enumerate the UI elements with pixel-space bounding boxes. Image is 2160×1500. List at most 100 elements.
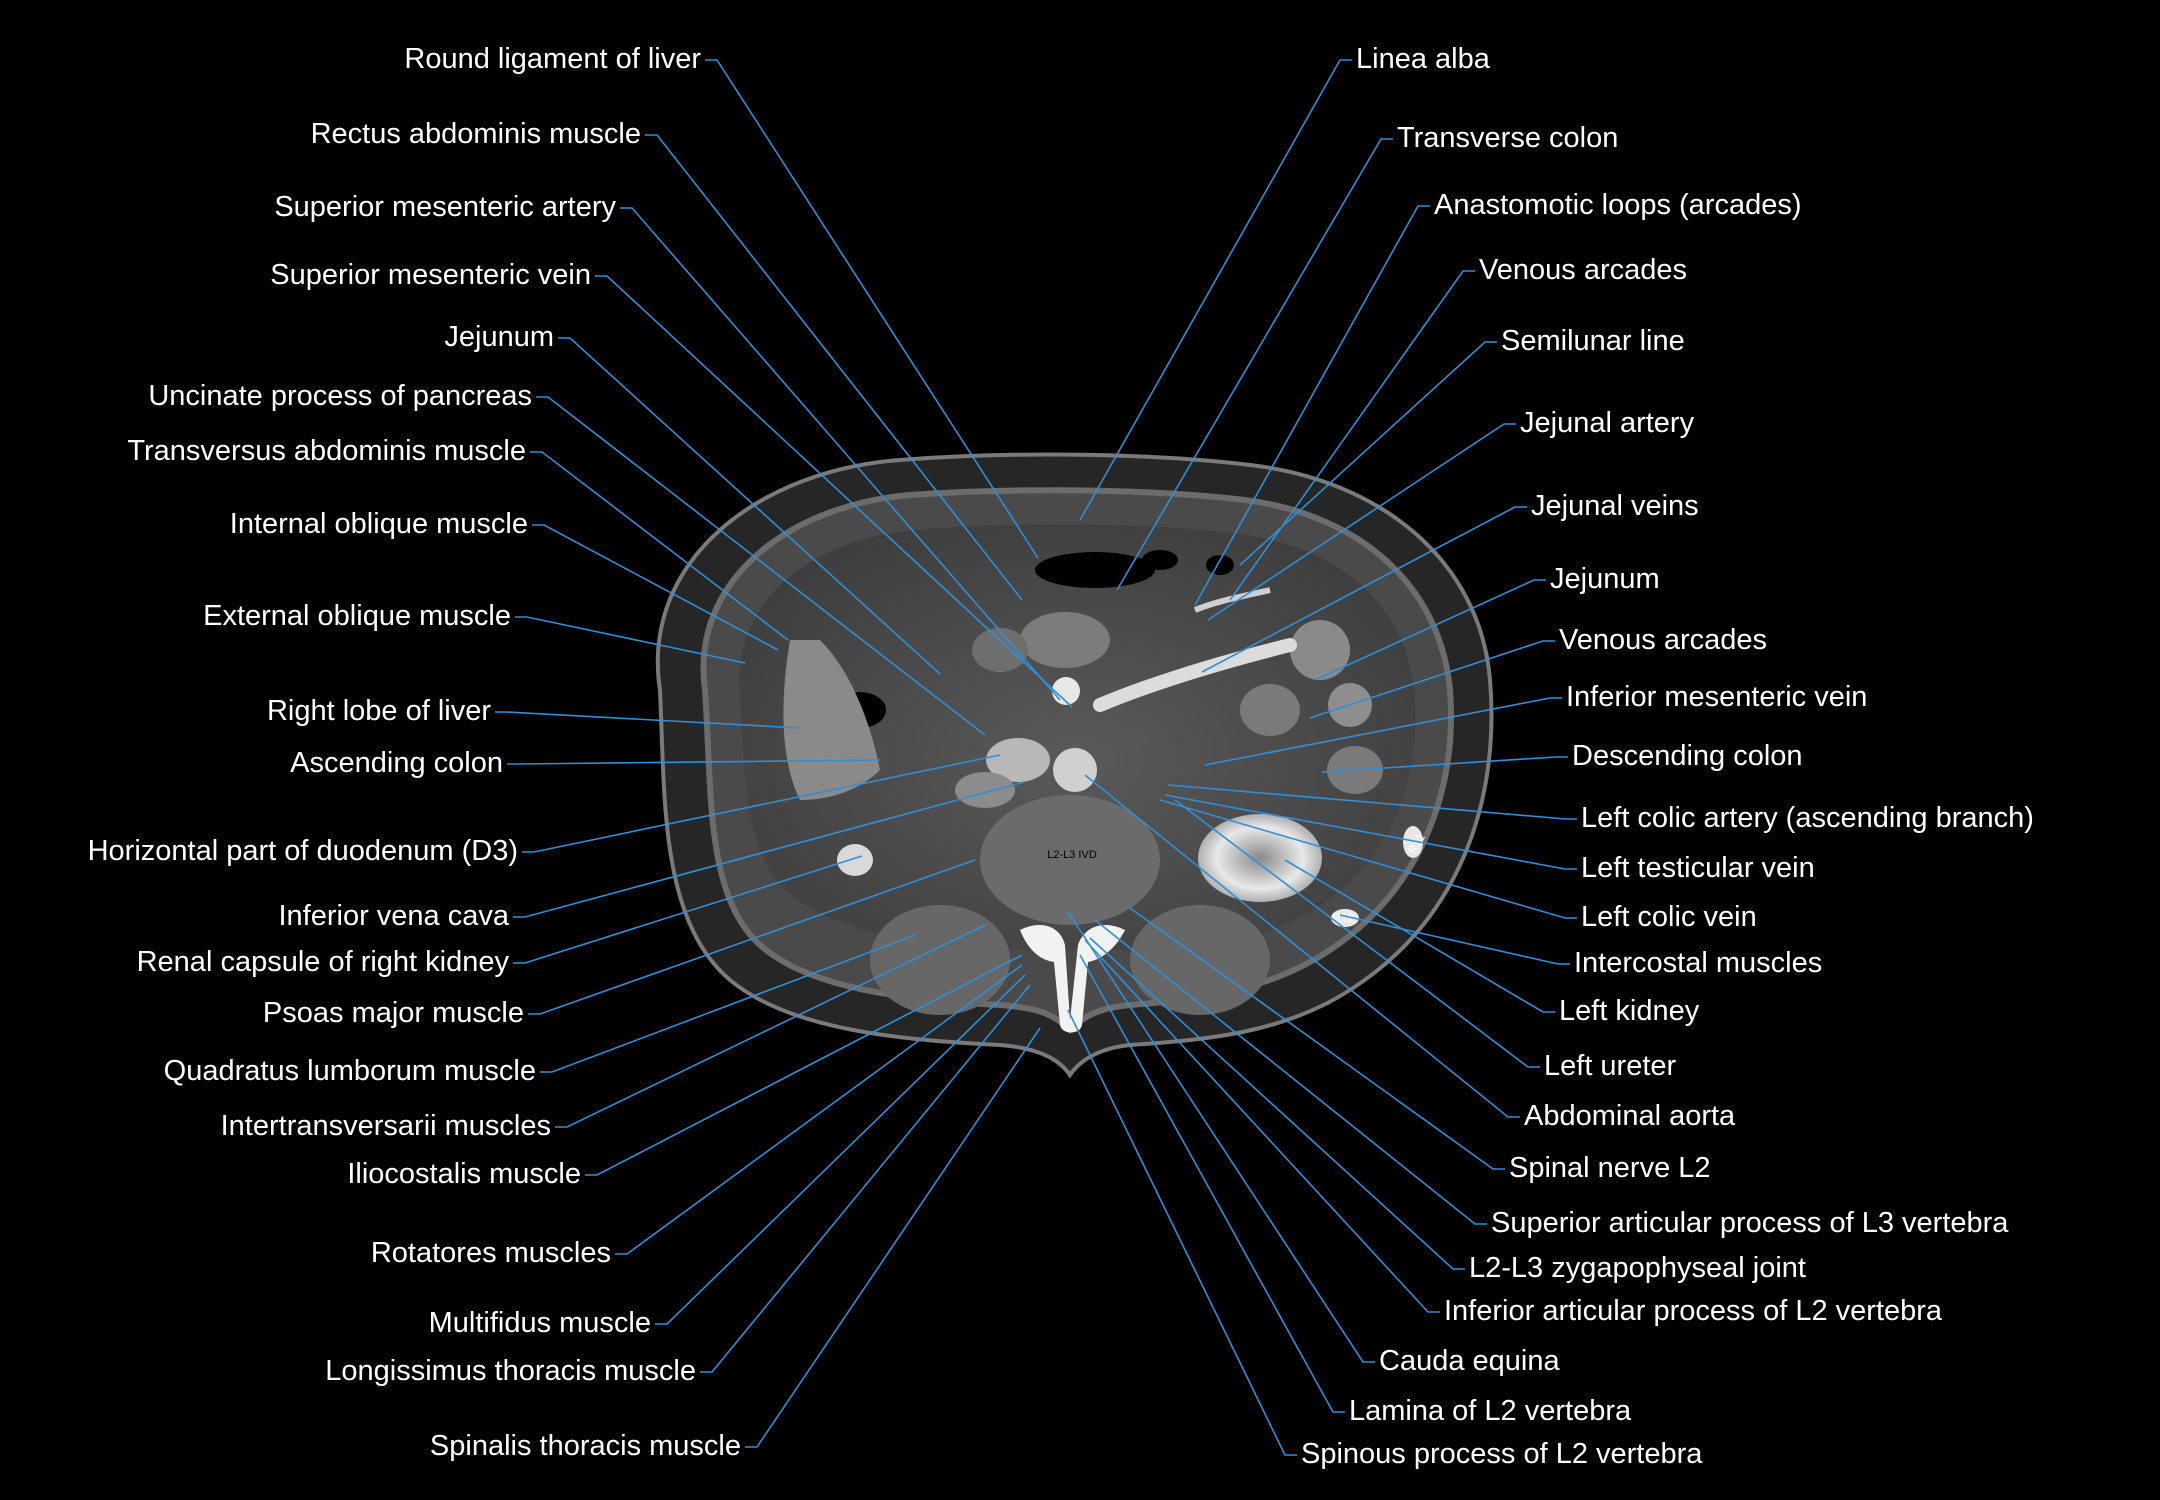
leader-line-left-17 xyxy=(585,954,1023,1176)
left-paraspinal xyxy=(1130,905,1270,1015)
abdominal-aorta xyxy=(1053,748,1097,792)
leader-line-left-19 xyxy=(655,974,1026,1325)
label-inferior-articular-process-of-l2-vertebra: Inferior articular process of L2 vertebr… xyxy=(1444,1295,1943,1327)
label-jejunum: Jejunum xyxy=(1550,563,1660,595)
label-linea-alba: Linea alba xyxy=(1356,43,1491,75)
right-kidney-pole xyxy=(837,844,873,876)
label-transversus-abdominis-muscle: Transversus abdominis muscle xyxy=(127,435,526,467)
label-transverse-colon: Transverse colon xyxy=(1397,122,1618,154)
leader-line-right-8 xyxy=(1309,640,1555,719)
label-uncinate-process-of-pancreas: Uncinate process of pancreas xyxy=(148,380,532,412)
leader-line-left-15 xyxy=(540,934,916,1073)
leader-line-right-3 xyxy=(1229,270,1475,601)
label-jejunum: Jejunum xyxy=(444,321,554,353)
label-left-kidney: Left kidney xyxy=(1559,995,1700,1027)
leader-line-right-22 xyxy=(1067,911,1375,1363)
label-lamina-of-l2-vertebra: Lamina of L2 vertebra xyxy=(1349,1395,1632,1427)
leader-line-right-7 xyxy=(1314,579,1546,681)
leader-line-right-19 xyxy=(1094,919,1487,1225)
leader-line-left-5 xyxy=(536,396,986,736)
label-internal-oblique-muscle: Internal oblique muscle xyxy=(230,508,528,540)
leader-line-left-6 xyxy=(530,451,789,641)
leader-line-left-7 xyxy=(532,524,779,651)
label-ascending-colon: Ascending colon xyxy=(290,747,503,779)
label-superior-mesenteric-artery: Superior mesenteric artery xyxy=(274,191,616,223)
leader-line-left-8 xyxy=(515,616,746,664)
leader-line-left-12 xyxy=(513,781,1025,918)
label-superior-mesenteric-vein: Superior mesenteric vein xyxy=(270,259,591,291)
leader-line-right-2 xyxy=(1194,205,1430,606)
gas-bubble xyxy=(1142,550,1178,570)
leader-line-right-24 xyxy=(1067,1009,1297,1456)
duodenum-d3 xyxy=(955,772,1015,808)
label-inferior-vena-cava: Inferior vena cava xyxy=(278,900,509,932)
label-cauda-equina: Cauda equina xyxy=(1379,1345,1560,1377)
bowel-loop xyxy=(1020,612,1110,668)
leader-line-right-11 xyxy=(1167,784,1577,820)
leader-line-right-23 xyxy=(1079,954,1345,1413)
jejunal-artery xyxy=(1093,638,1297,712)
label-spinous-process-of-l2-vertebra: Spinous process of L2 vertebra xyxy=(1301,1438,1703,1470)
leader-line-left-1 xyxy=(645,134,1023,601)
vertebral-level-label: L2-L3 IVD xyxy=(1047,849,1097,861)
label-multifidus-muscle: Multifidus muscle xyxy=(429,1307,651,1339)
label-longissimus-thoracis-muscle: Longissimus thoracis muscle xyxy=(325,1355,696,1387)
leader-line-right-18 xyxy=(1129,907,1505,1170)
label-l2-l3-zygapophyseal-joint: L2-L3 zygapophyseal joint xyxy=(1469,1252,1806,1284)
label-semilunar-line: Semilunar line xyxy=(1501,325,1685,357)
leader-line-left-3 xyxy=(595,275,1073,708)
leader-line-left-11 xyxy=(522,754,1001,853)
label-horizontal-part-of-duodenum-d3: Horizontal part of duodenum (D3) xyxy=(88,835,518,867)
colon-gas xyxy=(1035,552,1155,588)
leader-line-left-4 xyxy=(558,337,941,675)
label-psoas-major-muscle: Psoas major muscle xyxy=(263,997,524,1029)
label-venous-arcades: Venous arcades xyxy=(1479,254,1687,286)
left-kidney xyxy=(1198,814,1322,902)
label-inferior-mesenteric-vein: Inferior mesenteric vein xyxy=(1566,681,1867,713)
leader-line-right-21 xyxy=(1084,939,1440,1313)
leader-line-left-14 xyxy=(528,859,976,1015)
l2-vertebra-posterior-elements xyxy=(1020,925,1125,1033)
label-spinalis-thoracis-muscle: Spinalis thoracis muscle xyxy=(430,1430,741,1462)
leader-line-left-10 xyxy=(507,759,881,765)
label-right-lobe-of-liver: Right lobe of liver xyxy=(267,695,491,727)
leader-line-right-20 xyxy=(1089,937,1465,1270)
leader-line-left-9 xyxy=(495,711,801,729)
leader-line-left-13 xyxy=(513,855,863,964)
leader-line-left-16 xyxy=(555,924,986,1128)
label-superior-articular-process-of-l3-vertebra: Superior articular process of L3 vertebr… xyxy=(1491,1207,2009,1239)
label-left-testicular-vein: Left testicular vein xyxy=(1581,852,1815,884)
quadratus-lumborum xyxy=(870,905,1010,1015)
leader-line-right-10 xyxy=(1321,756,1568,773)
leader-line-left-2 xyxy=(620,207,1061,701)
l2-l3-intervertebral-disc xyxy=(980,795,1160,925)
label-rotatores-muscles: Rotatores muscles xyxy=(371,1237,611,1269)
label-anastomotic-loops-arcades: Anastomotic loops (arcades) xyxy=(1434,189,1802,221)
label-rectus-abdominis-muscle: Rectus abdominis muscle xyxy=(311,118,641,150)
label-renal-capsule-of-right-kidney: Renal capsule of right kidney xyxy=(137,946,510,978)
label-external-oblique-muscle: External oblique muscle xyxy=(203,600,511,632)
label-left-colic-vein: Left colic vein xyxy=(1581,901,1757,933)
label-intertransversarii-muscles: Intertransversarii muscles xyxy=(221,1110,551,1142)
gas-bubble xyxy=(1206,555,1234,575)
rib-label-r12: R12 xyxy=(1332,911,1354,925)
label-descending-colon: Descending colon xyxy=(1572,740,1803,772)
arcade-vessel xyxy=(1193,587,1271,613)
label-round-ligament-of-liver: Round ligament of liver xyxy=(404,43,701,75)
label-abdominal-aorta: Abdominal aorta xyxy=(1524,1100,1736,1132)
leader-line-right-16 xyxy=(1174,799,1540,1068)
leader-line-right-13 xyxy=(1159,799,1577,919)
label-intercostal-muscles: Intercostal muscles xyxy=(1574,947,1822,979)
leader-line-right-0 xyxy=(1079,59,1352,521)
leader-line-right-12 xyxy=(1164,794,1577,870)
leader-line-left-21 xyxy=(745,1027,1041,1448)
ct-scan-image xyxy=(655,452,1494,1079)
label-left-ureter: Left ureter xyxy=(1544,1050,1677,1082)
leader-line-left-0 xyxy=(705,59,1039,559)
rib-11 xyxy=(1403,826,1423,858)
leader-lines xyxy=(495,59,1577,1456)
label-left-colic-artery-ascending-branch: Left colic artery (ascending branch) xyxy=(1581,802,2034,834)
